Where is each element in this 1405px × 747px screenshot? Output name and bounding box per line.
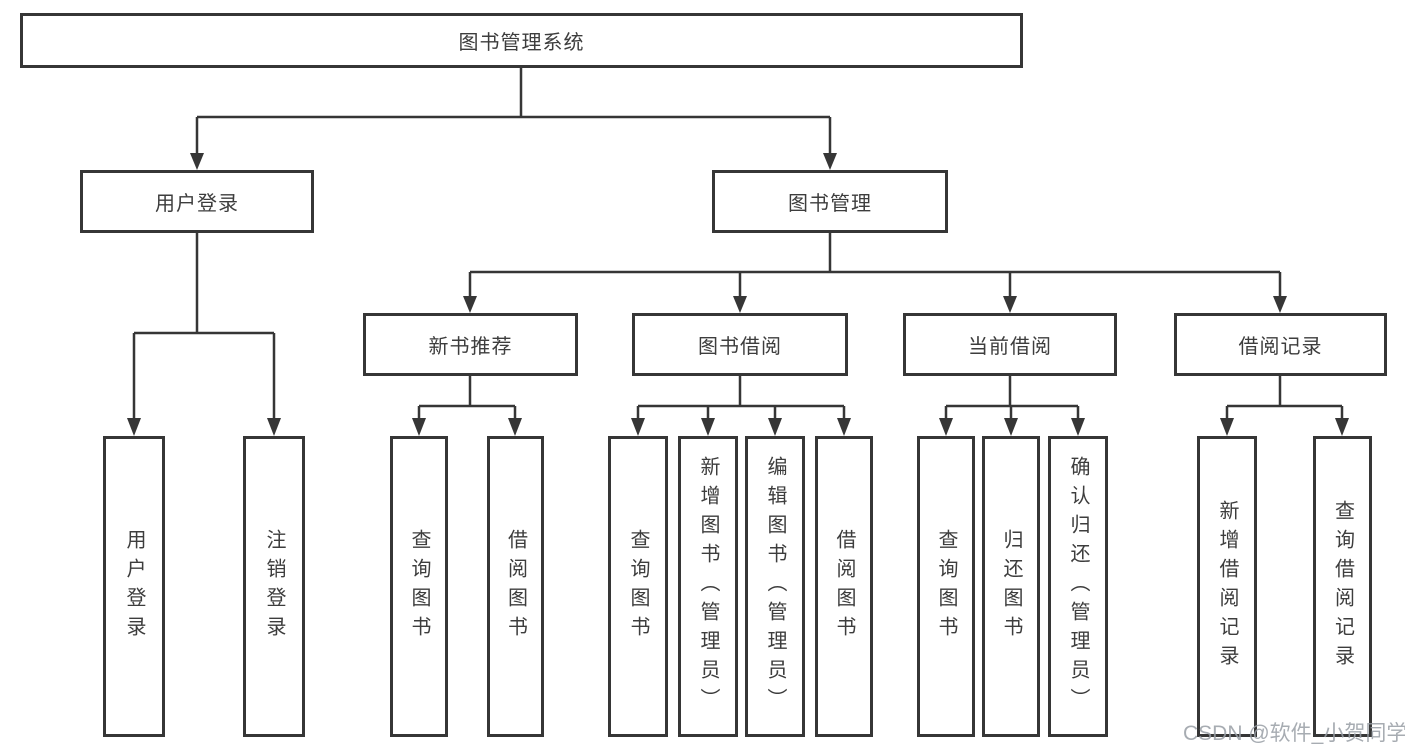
leaf-query-books-current: 查询图书	[917, 436, 975, 737]
node-book-management: 图书管理	[712, 170, 948, 233]
node-new-book-recommend: 新书推荐	[363, 313, 578, 376]
arrowheads	[127, 153, 1349, 436]
leaf-label: 借阅图书	[833, 528, 855, 645]
leaf-return-books: 归还图书	[982, 436, 1040, 737]
leaf-label: 编辑图书（管理员）	[764, 456, 786, 717]
leaf-label: 新增借阅记录	[1216, 499, 1238, 674]
node-borrowing-records: 借阅记录	[1174, 313, 1387, 376]
leaf-confirm-return-admin: 确认归还（管理员）	[1048, 436, 1108, 737]
leaf-label: 新增图书（管理员）	[697, 456, 719, 717]
leaf-label: 确认归还（管理员）	[1067, 456, 1089, 717]
leaf-user-login: 用户登录	[103, 436, 165, 737]
leaf-add-borrow-record: 新增借阅记录	[1197, 436, 1257, 737]
leaf-add-books-admin: 新增图书（管理员）	[678, 436, 738, 737]
node-user-login: 用户登录	[80, 170, 314, 233]
watermark: CSDN @软件_小贺同学	[1183, 722, 1405, 745]
leaf-label: 注销登录	[263, 528, 285, 645]
leaf-label: 查询图书	[935, 528, 957, 645]
leaf-label: 用户登录	[123, 528, 145, 645]
node-current-borrowing: 当前借阅	[903, 313, 1117, 376]
leaf-borrow-books-recommend: 借阅图书	[487, 436, 544, 737]
leaf-label: 查询借阅记录	[1331, 499, 1354, 674]
leaf-logout-login: 注销登录	[243, 436, 305, 737]
node-book-borrowing: 图书借阅	[632, 313, 848, 376]
leaf-label: 借阅图书	[504, 528, 527, 645]
leaf-query-books-recommend: 查询图书	[390, 436, 448, 737]
node-library-management-system: 图书管理系统	[20, 13, 1023, 68]
leaf-label: 归还图书	[1000, 528, 1022, 645]
leaf-edit-books-admin: 编辑图书（管理员）	[745, 436, 805, 737]
leaf-borrow-books-borrowing: 借阅图书	[815, 436, 873, 737]
leaf-query-borrow-record: 查询借阅记录	[1313, 436, 1372, 737]
leaf-label: 查询图书	[627, 528, 649, 645]
leaf-label: 查询图书	[408, 528, 430, 645]
leaf-query-books-borrowing: 查询图书	[608, 436, 668, 737]
